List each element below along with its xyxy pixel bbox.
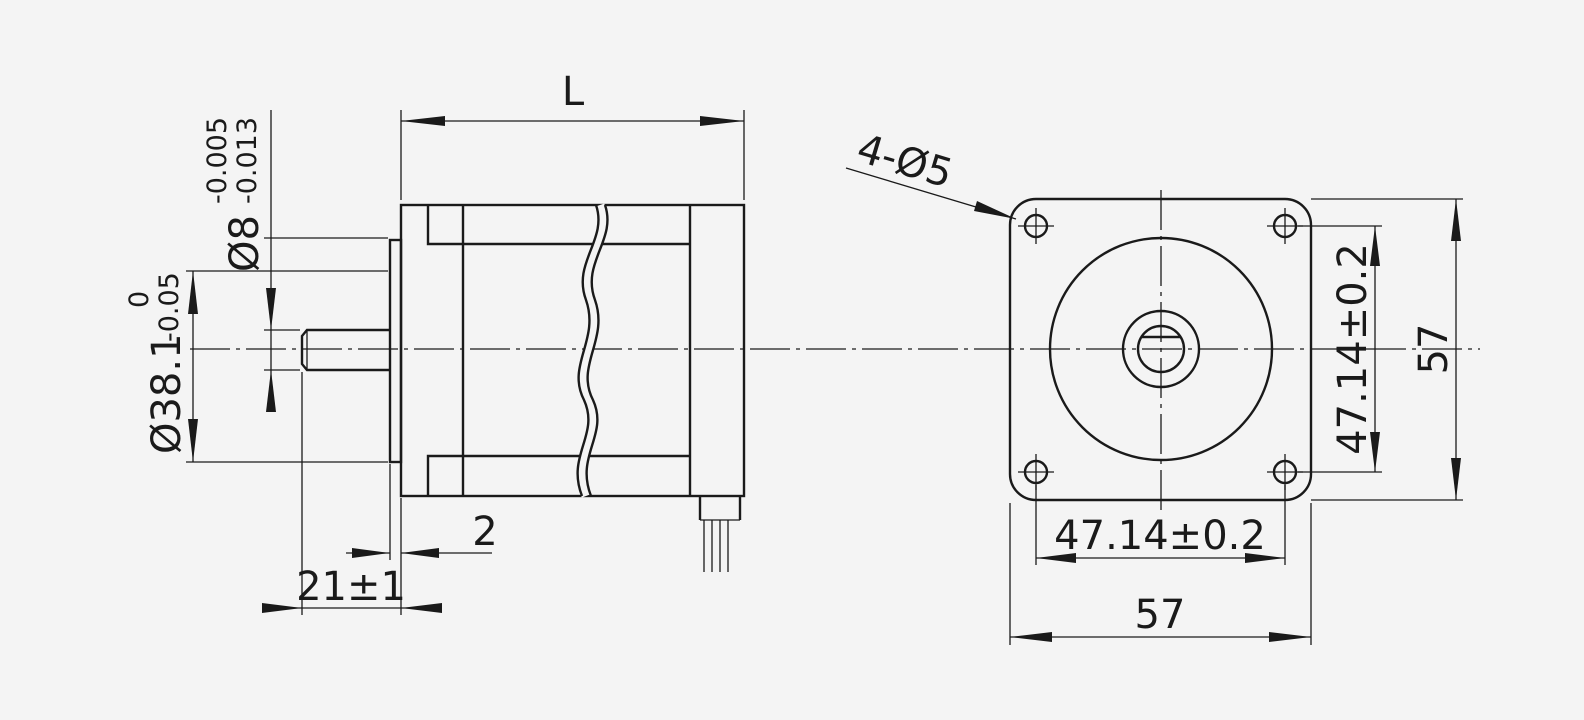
mounting-holes [1018, 208, 1303, 490]
length-label: L [562, 69, 585, 115]
dim-hole-spacing-horizontal: 47.14±0.2 [1035, 485, 1286, 565]
boss-diameter-symbol: Ø38.1 [144, 333, 190, 454]
flange-width-label: 57 [1135, 592, 1186, 638]
dim-boss-thickness: 2 [346, 464, 498, 615]
holes-callout: 4-Ø5 [845, 126, 1017, 220]
shaft-circle [1136, 324, 1186, 374]
holes-label: 4-Ø5 [852, 126, 958, 198]
dim-shaft-diameter: Ø8 -0.005 -0.013 [202, 110, 388, 412]
shaft-diameter-symbol: Ø8 [222, 215, 268, 272]
lead-wires [698, 496, 742, 572]
side-view: L Ø8 -0.005 -0.013 Ø38.1 0 [124, 69, 1480, 615]
svg-text:Ø38.1: Ø38.1 [144, 333, 190, 454]
svg-text:Ø8: Ø8 [222, 215, 268, 272]
dim-flange-width: 57 [1009, 503, 1312, 645]
boss-thickness-label: 2 [472, 509, 497, 555]
hole-spacing-horizontal-label: 47.14±0.2 [1054, 513, 1266, 559]
boss [388, 238, 403, 464]
boss-circle [1048, 236, 1274, 462]
body-step-top [426, 205, 690, 246]
shaft-outer-circle [1121, 309, 1201, 389]
dim-boss-diameter: Ø38.1 0 -0.05 [124, 270, 388, 463]
boss-diameter-lower-tol: -0.05 [154, 272, 185, 342]
front-view: 4-Ø5 47.14±0.2 57 [845, 126, 1463, 645]
body-step-bottom [426, 454, 690, 496]
shaft [300, 328, 390, 372]
boss-diameter-upper-tol: 0 [124, 291, 155, 308]
dim-shaft-length: 21±1 [262, 372, 442, 615]
break-line [577, 203, 607, 498]
shaft-length-label: 21±1 [296, 564, 406, 610]
shaft-diameter-lower-tol: -0.013 [232, 117, 263, 204]
hole-spacing-vertical-label: 47.14±0.2 [1330, 243, 1376, 455]
break-line-a [576, 204, 600, 497]
dim-hole-spacing-vertical: 47.14±0.2 [1298, 225, 1382, 473]
flange-height-label: 57 [1411, 324, 1457, 375]
dim-flange-height: 57 [1311, 198, 1463, 501]
motor-body [399, 203, 746, 498]
break-line-b [585, 204, 609, 497]
shaft-diameter-upper-tol: -0.005 [202, 117, 233, 204]
dim-length: L [400, 69, 745, 200]
